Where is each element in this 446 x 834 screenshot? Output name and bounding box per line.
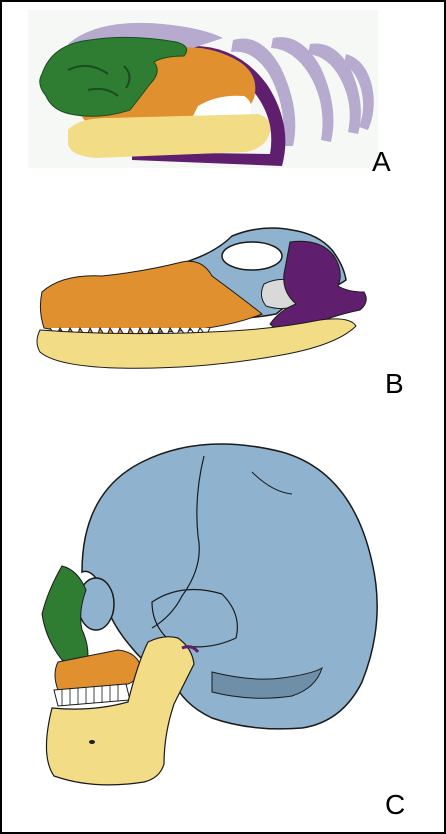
panel-a-illustration <box>28 10 378 175</box>
yellow-jaw <box>68 114 270 158</box>
mental-foramen <box>89 740 95 744</box>
green-nasal <box>42 566 88 662</box>
panel-a <box>28 10 378 175</box>
label-a: A <box>372 148 391 176</box>
panel-b <box>32 220 372 372</box>
orbit <box>222 242 282 270</box>
label-b: B <box>385 370 404 398</box>
panel-c <box>32 442 382 792</box>
label-c: C <box>385 791 405 819</box>
panel-c-illustration <box>32 442 382 792</box>
panel-b-illustration <box>32 220 372 372</box>
